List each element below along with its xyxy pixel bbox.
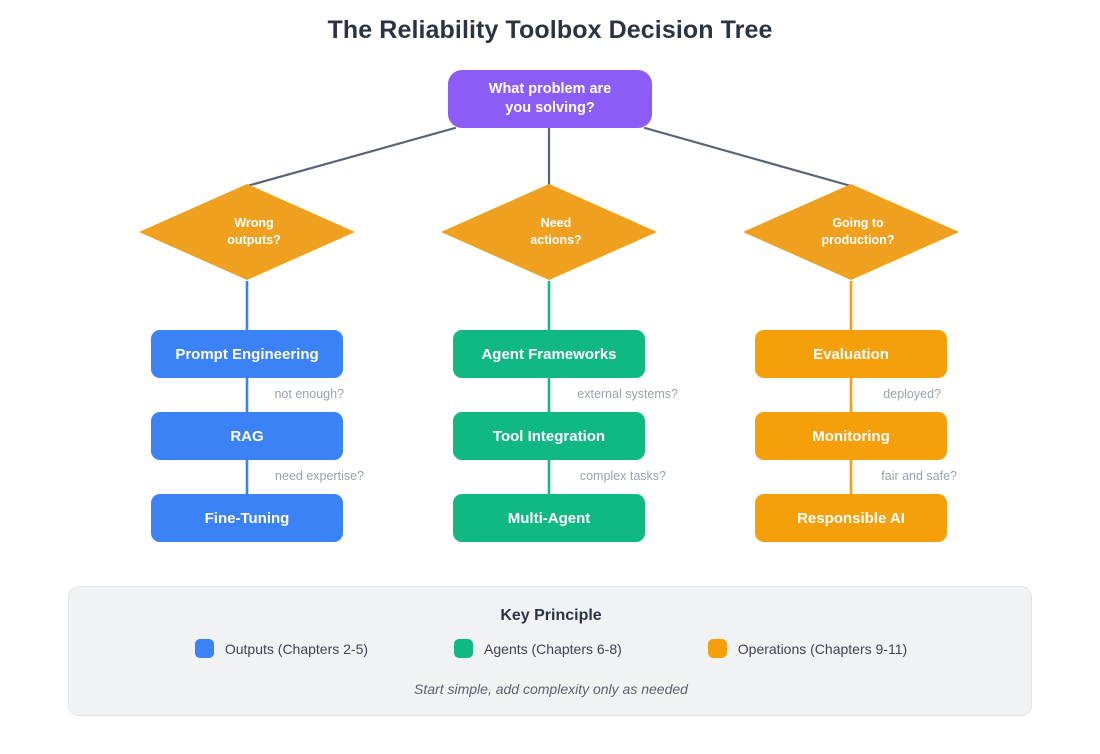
decision-label-line1: Going to	[832, 216, 884, 231]
decision-label-line1: Wrong	[234, 216, 274, 231]
decision-node-outputs-label: Wrong outputs?	[146, 184, 362, 280]
legend-tagline: Start simple, add complexity only as nee…	[414, 681, 688, 697]
legend-items: Outputs (Chapters 2-5) Agents (Chapters …	[69, 639, 1033, 658]
edge-label-not-enough: not enough?	[274, 387, 344, 401]
legend-swatch-operations	[707, 639, 727, 658]
decision-node-operations[interactable]: Going to production?	[743, 184, 959, 280]
legend-label-agents: Agents (Chapters 6-8)	[484, 640, 622, 657]
legend-swatch-outputs	[194, 639, 214, 658]
node-agent-frameworks[interactable]: Agent Frameworks	[453, 330, 645, 378]
legend-swatch-agents	[454, 639, 474, 658]
legend-panel: Key Principle Outputs (Chapters 2-5) Age…	[68, 586, 1032, 716]
legend-title: Key Principle	[500, 607, 602, 624]
edge-label-external-systems: external systems?	[577, 387, 678, 401]
decision-label-line2: actions?	[530, 233, 582, 247]
root-node-label-line1: What problem are	[488, 80, 612, 97]
decision-node-agents-label: Need actions?	[448, 184, 664, 280]
node-tool-integration[interactable]: Tool Integration	[453, 412, 645, 460]
edge-label-need-expertise: need expertise?	[275, 469, 364, 483]
edge-root-to-outputs	[245, 126, 457, 188]
node-monitoring[interactable]: Monitoring	[755, 412, 947, 460]
decision-node-outputs[interactable]: Wrong outputs?	[139, 184, 355, 280]
decision-label-line1: Need	[540, 216, 572, 231]
node-fine-tuning[interactable]: Fine-Tuning	[151, 494, 343, 542]
edge-root-to-operations	[643, 126, 853, 188]
legend-label-outputs: Outputs (Chapters 2-5)	[224, 640, 369, 657]
page-title: The Reliability Toolbox Decision Tree	[327, 16, 773, 44]
legend-item-operations: Operations (Chapters 9-11)	[707, 639, 908, 658]
node-multi-agent[interactable]: Multi-Agent	[453, 494, 645, 542]
edge-label-fair-and-safe: fair and safe?	[881, 469, 957, 483]
root-node-label-line2: you solving?	[505, 100, 595, 116]
node-evaluation[interactable]: Evaluation	[755, 330, 947, 378]
edge-label-complex-tasks: complex tasks?	[579, 469, 666, 483]
legend-label-operations: Operations (Chapters 9-11)	[737, 640, 908, 657]
root-node[interactable]: What problem are you solving?	[448, 70, 652, 128]
node-rag[interactable]: RAG	[151, 412, 343, 460]
decision-node-operations-label: Going to production?	[750, 184, 966, 280]
legend-item-agents: Agents (Chapters 6-8)	[454, 639, 622, 658]
root-node-label: What problem are you solving?	[489, 80, 611, 118]
edge-label-deployed: deployed?	[883, 387, 941, 401]
decision-label-line2: production?	[821, 233, 895, 247]
legend-item-outputs: Outputs (Chapters 2-5)	[194, 639, 369, 658]
node-responsible-ai[interactable]: Responsible AI	[755, 494, 947, 542]
decision-label-line2: outputs?	[227, 233, 281, 247]
node-prompt-engineering[interactable]: Prompt Engineering	[151, 330, 343, 378]
decision-node-agents[interactable]: Need actions?	[441, 184, 657, 280]
